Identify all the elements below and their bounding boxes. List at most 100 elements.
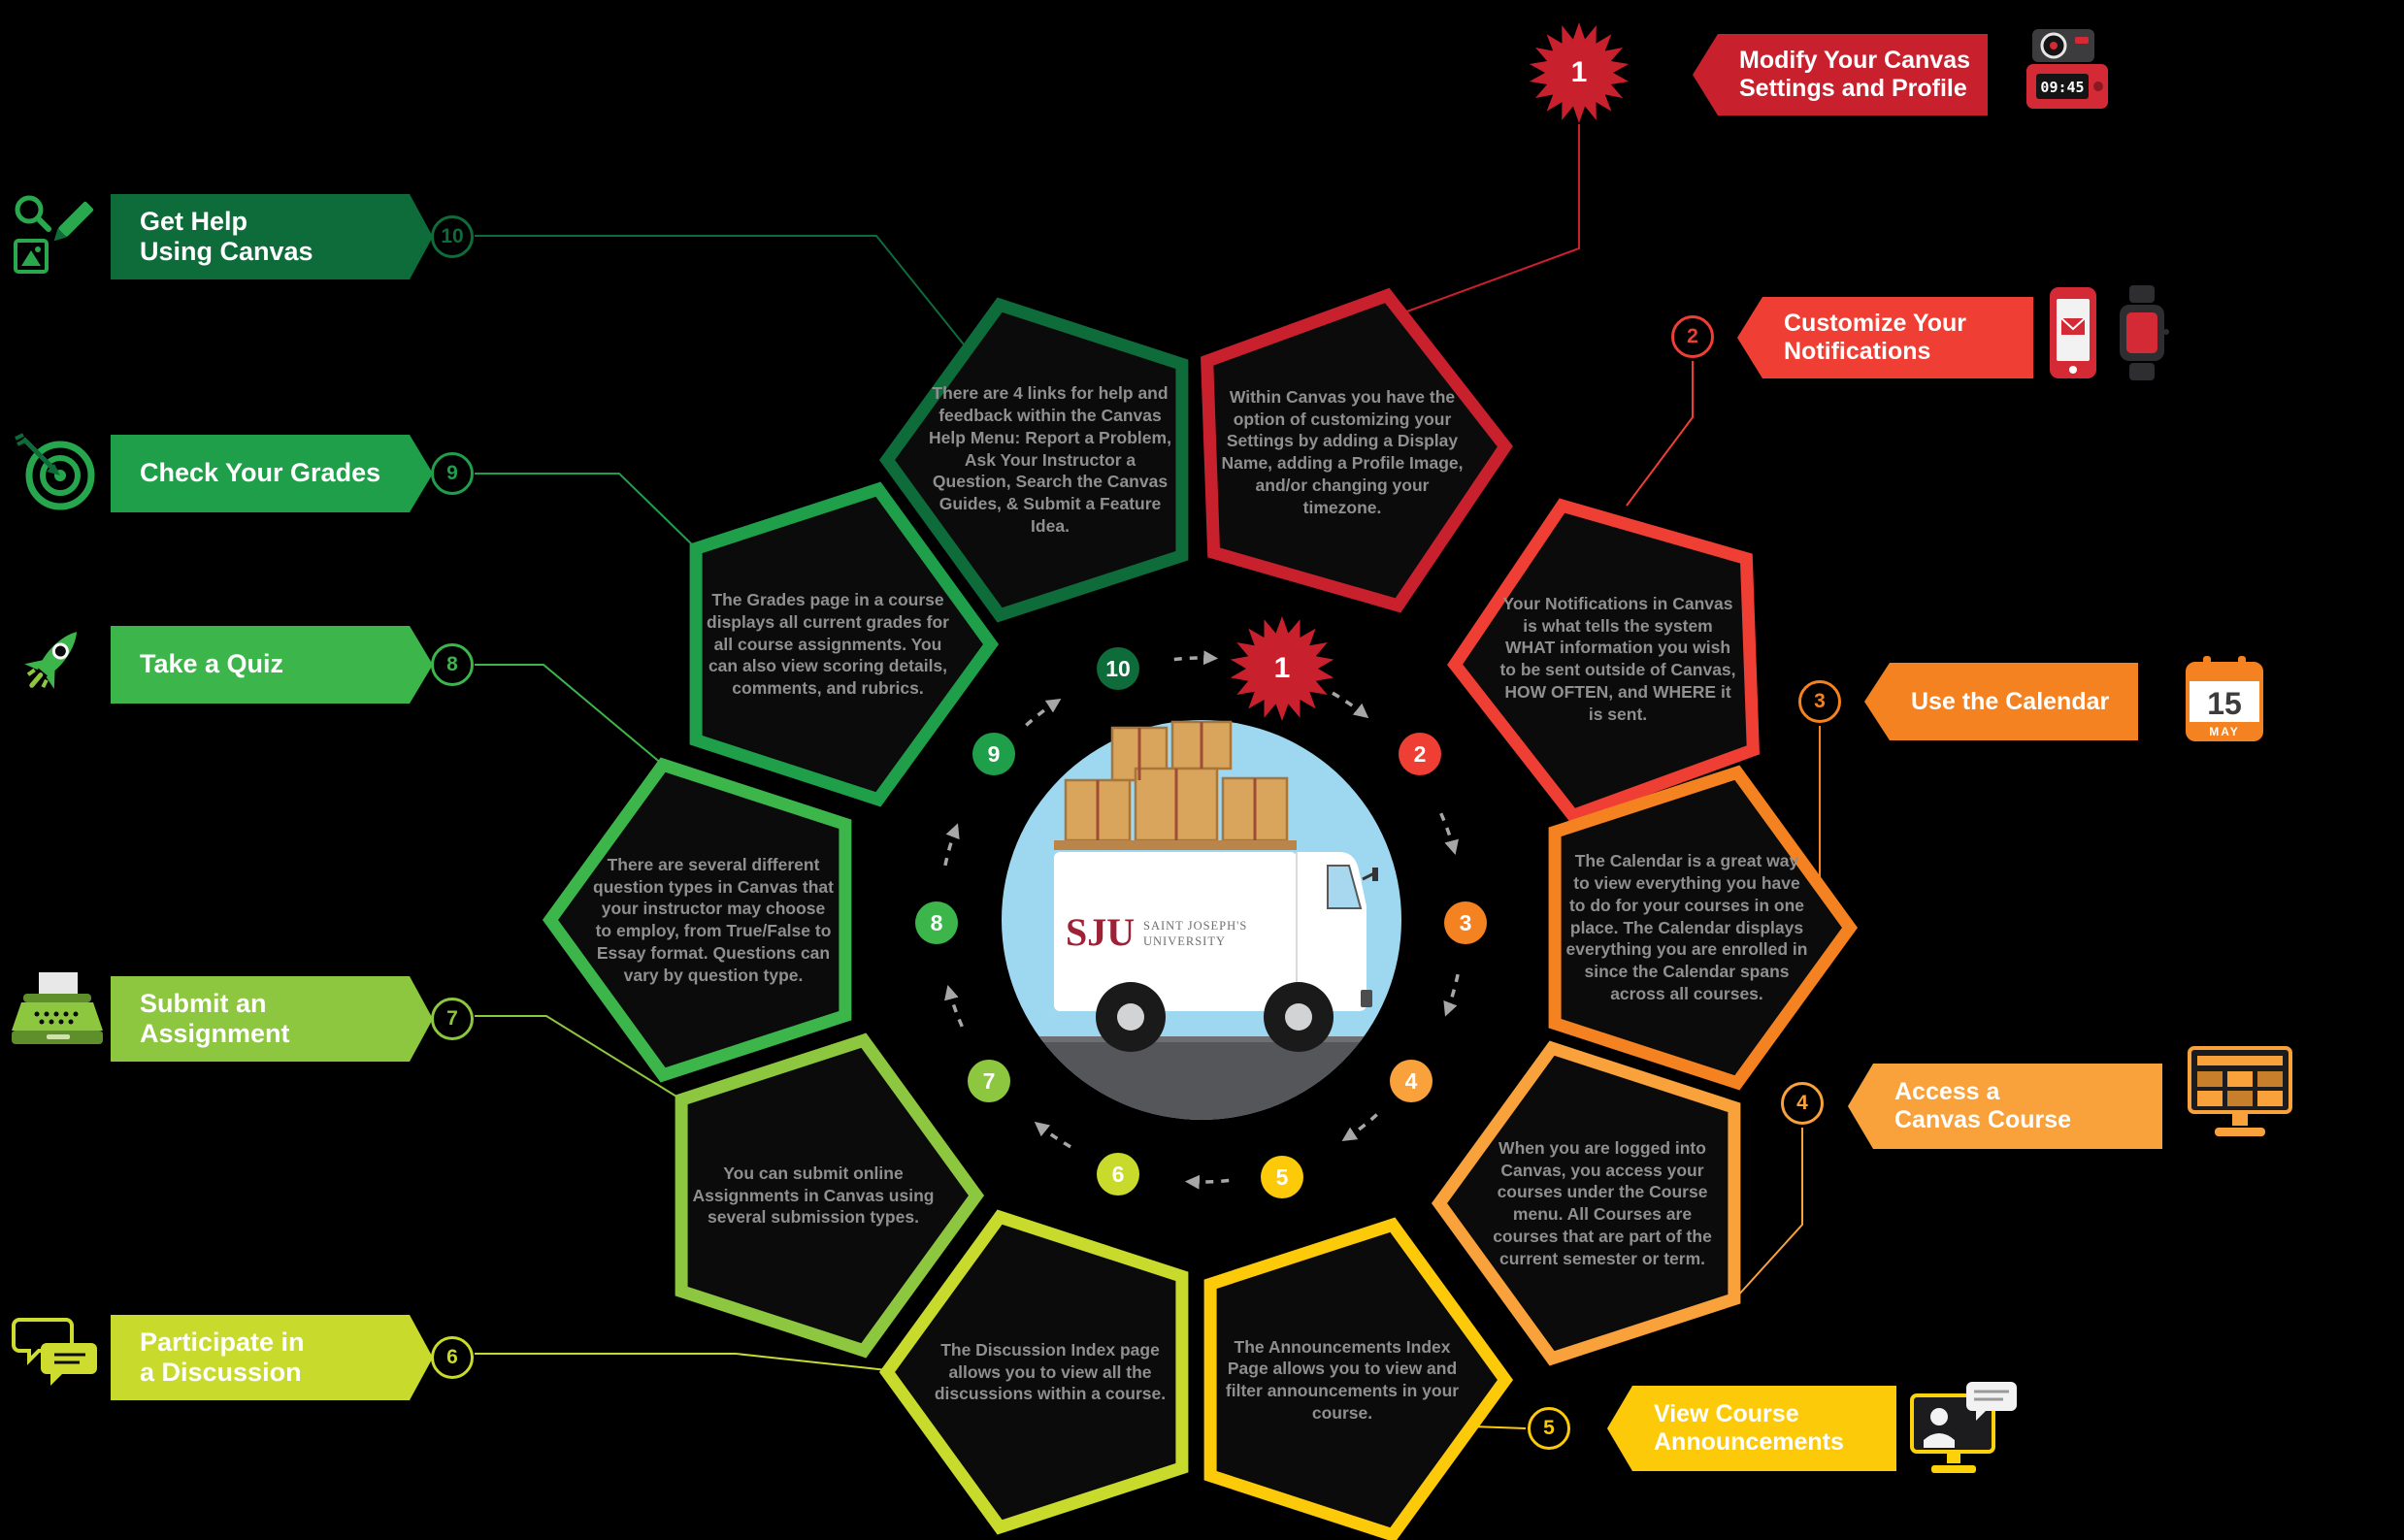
step-2-pentagon xyxy=(1447,498,1760,824)
step-5-banner-label: View Course Announcements xyxy=(1654,1400,1844,1456)
sju-logo-line1: SAINT JOSEPH'S xyxy=(1143,919,1247,933)
step-7-badge: 7 xyxy=(431,998,474,1040)
step-4-badge: 4 xyxy=(1781,1082,1824,1125)
step-9-description: The Grades page in a course displays all… xyxy=(707,590,949,699)
sequence-arrow-3 xyxy=(1443,973,1460,1017)
step-1-badge-starburst xyxy=(1529,22,1630,123)
step-9-banner-label: Check Your Grades xyxy=(140,458,381,488)
step-7-connector xyxy=(475,1015,682,1100)
step-10-pentagon xyxy=(878,297,1189,623)
step-7-ring-marker: 7 xyxy=(968,1060,1010,1102)
step-10-badge: 10 xyxy=(431,215,474,258)
step-9-banner: Check Your Grades xyxy=(111,435,433,512)
box-straps xyxy=(1096,722,1257,840)
step-5-pentagon xyxy=(1203,1217,1514,1540)
step-6-pentagon xyxy=(878,1209,1189,1535)
van-window xyxy=(1327,865,1363,909)
step-4-description: When you are logged into Canvas, you acc… xyxy=(1493,1137,1712,1268)
sequence-arrow-9 xyxy=(1025,698,1062,727)
step-6-banner: Participate in a Discussion xyxy=(111,1315,433,1400)
step-5-ring-marker: 5 xyxy=(1261,1156,1303,1198)
step-1-ring-marker: 1 xyxy=(1273,652,1291,684)
step-6-description: The Discussion Index page allows you to … xyxy=(934,1339,1167,1404)
step-10-banner: Get Help Using Canvas xyxy=(111,194,433,279)
step-4-banner: Access a Canvas Course xyxy=(1848,1064,2162,1149)
connector-lines xyxy=(475,124,1845,1429)
step-9-pentagon xyxy=(689,481,1000,807)
typewriter-icon xyxy=(12,972,103,1044)
step-4-banner-label: Access a Canvas Course xyxy=(1894,1078,2072,1133)
step-2-badge: 2 xyxy=(1671,315,1714,358)
step-10-banner-label: Get Help Using Canvas xyxy=(140,206,313,266)
target-icon xyxy=(15,433,95,510)
step-1-banner: Modify Your Canvas Settings and Profile xyxy=(1693,34,1988,115)
step-5-banner: View Course Announcements xyxy=(1607,1386,1896,1471)
step-10-connector xyxy=(475,235,969,350)
step-8-description: There are several different question typ… xyxy=(593,854,834,985)
sequence-arrow-1 xyxy=(1332,691,1369,719)
side-mirror xyxy=(1372,868,1378,881)
step-3-ring-marker: 3 xyxy=(1444,901,1487,944)
pentagon-ring xyxy=(542,287,1859,1540)
step-5-connector xyxy=(1470,1425,1527,1429)
step-3-pentagon xyxy=(1548,765,1859,1091)
step-3-badge: 3 xyxy=(1798,680,1841,723)
step-3-banner-label: Use the Calendar xyxy=(1911,687,2110,715)
step-8-banner: Take a Quiz xyxy=(111,626,433,704)
course-monitor-icon xyxy=(2188,1046,2292,1136)
step-6-banner-label: Participate in a Discussion xyxy=(140,1327,305,1387)
step-1-badge: 1 xyxy=(1570,56,1588,88)
delivery-truck-illustration: SJU SAINT JOSEPH'S UNIVERSITY xyxy=(1002,720,1401,1120)
calendar-icon: 15 MAY xyxy=(2186,656,2263,741)
starburst-markers xyxy=(1230,22,1630,721)
step-4-ring-marker: 4 xyxy=(1390,1060,1433,1102)
step-7-description: You can submit online Assignments in Can… xyxy=(692,1163,935,1228)
step-8-badge: 8 xyxy=(431,643,474,686)
step-4-pentagon xyxy=(1431,1040,1741,1366)
step-9-connector xyxy=(475,473,697,549)
step-7-pentagon xyxy=(675,1032,985,1359)
calendar-day: 15 xyxy=(2207,686,2242,721)
step-10-description: There are 4 links for help and feedback … xyxy=(929,383,1171,536)
sequence-arrows xyxy=(943,650,1460,1190)
sequence-arrow-4 xyxy=(1341,1113,1378,1142)
step-1-pentagon xyxy=(1201,287,1513,613)
step-7-banner-label: Submit an Assignment xyxy=(140,988,290,1048)
step-1-description: Within Canvas you have the option of cus… xyxy=(1221,386,1464,517)
step-5-badge: 5 xyxy=(1528,1407,1570,1450)
step-8-ring-marker: 8 xyxy=(915,901,958,944)
sequence-arrow-2 xyxy=(1439,812,1459,855)
step-2-connector xyxy=(1626,361,1694,507)
sequence-arrow-8 xyxy=(943,823,960,867)
sequence-arrow-5 xyxy=(1184,1174,1230,1190)
step-8-banner-label: Take a Quiz xyxy=(140,649,284,679)
step-2-banner-label: Customize Your Notifications xyxy=(1784,310,1966,365)
sequence-arrow-7 xyxy=(944,985,964,1028)
van-body xyxy=(1054,852,1378,1011)
step-2-ring-marker: 2 xyxy=(1399,733,1441,775)
road xyxy=(1002,1036,1401,1120)
step-5-description: The Announcements Index Page allows you … xyxy=(1225,1336,1460,1423)
step-8-pentagon xyxy=(542,757,852,1083)
sju-logo: SJU SAINT JOSEPH'S UNIVERSITY xyxy=(1066,910,1247,954)
step-2-banner: Customize Your Notifications xyxy=(1737,297,2033,378)
step-10-ring-marker: 10 xyxy=(1097,647,1139,690)
step-2-description: Your Notifications in Canvas is what tel… xyxy=(1499,593,1736,724)
step-3-description: The Calendar is a great way to view ever… xyxy=(1565,851,1808,1003)
sequence-arrow-6 xyxy=(1034,1121,1071,1149)
camera-time-display: 09:45 xyxy=(2040,79,2084,96)
sju-logo-line2: UNIVERSITY xyxy=(1143,934,1226,948)
step-9-badge: 9 xyxy=(431,452,474,495)
roof-rack xyxy=(1054,840,1297,850)
search-pencil-icon xyxy=(14,195,94,274)
step-6-ring-marker: 6 xyxy=(1097,1153,1139,1196)
bumper xyxy=(1361,990,1372,1007)
chat-bubbles-icon xyxy=(12,1318,97,1386)
rocket-icon xyxy=(24,632,78,689)
phone-watch-icon xyxy=(2050,285,2169,380)
sequence-arrow-10 xyxy=(1173,650,1219,666)
step-4-connector xyxy=(1736,1128,1803,1297)
step-1-banner-label: Modify Your Canvas Settings and Profile xyxy=(1739,47,1971,102)
